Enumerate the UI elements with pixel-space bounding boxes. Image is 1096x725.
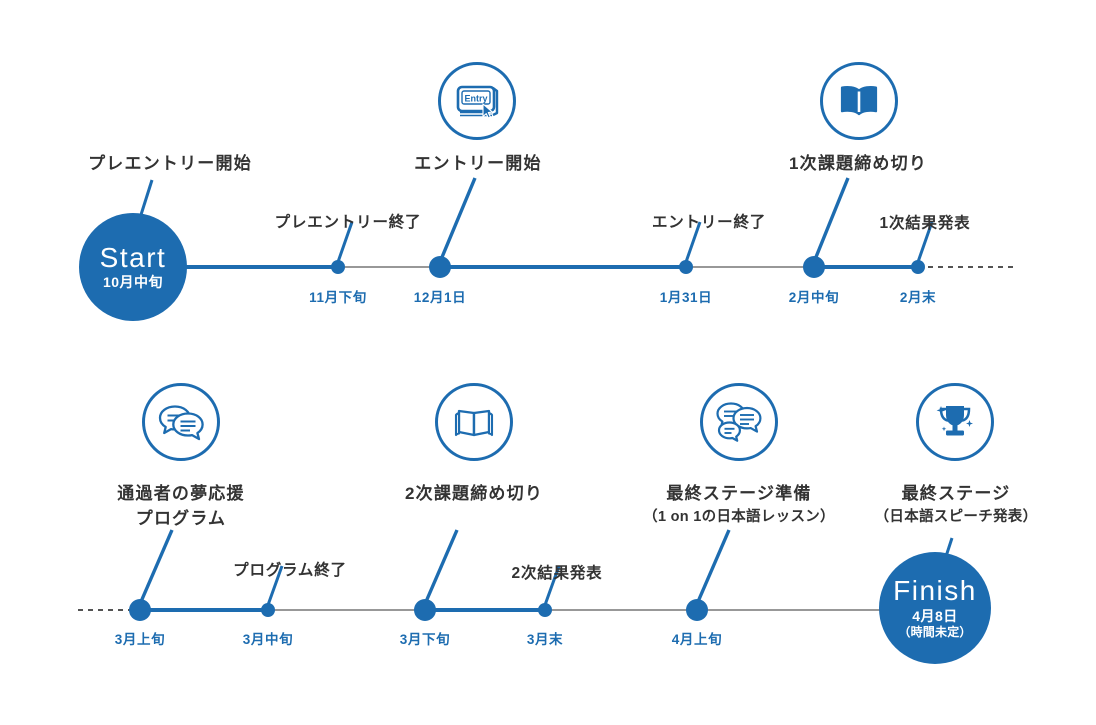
trophy-icon	[916, 383, 994, 461]
tick-label-2gatsu-chujun: 2月中旬	[788, 290, 840, 305]
leader-line-first-result	[916, 221, 934, 263]
label-entry-start: エントリー開始	[414, 154, 542, 173]
label-entry-end: エントリー終了	[651, 214, 767, 231]
marker-dot-small-3gatsu-chujun[interactable]	[261, 603, 275, 617]
open-book-icon	[820, 62, 898, 140]
tick-label-11gatsu-gejun: 11月下旬	[309, 290, 367, 305]
marker-dot-small-1gatsu-31nichi[interactable]	[679, 260, 693, 274]
entry-card-icon: Entry	[438, 62, 516, 140]
label-second-result: 2次結果発表	[511, 565, 603, 582]
label-final-stage-line2: （日本語スピーチ発表）	[874, 508, 1038, 525]
marker-dot-small-11gatsu-gejun[interactable]	[331, 260, 345, 274]
label-final-stage-prep-line1: 最終ステージ準備	[666, 484, 812, 503]
label-pre-entry-start: プレエントリー開始	[88, 154, 252, 173]
label-final-stage-line1: 最終ステージ	[901, 484, 1011, 503]
marker-dot-large-12gatsu-1nichi[interactable]	[429, 256, 451, 278]
leader-line-second-task-deadline	[423, 529, 459, 605]
entry-icon-label: Entry	[464, 94, 487, 104]
tick-label-1gatsu-31nichi: 1月31日	[659, 290, 713, 305]
three-speech-bubbles-icon	[700, 383, 778, 461]
finish-title: Finish	[893, 575, 977, 607]
leader-line-final-stage-prep	[695, 529, 731, 605]
marker-dot-small-3gatsu-matsu[interactable]	[538, 603, 552, 617]
open-book-icon	[435, 383, 513, 461]
tick-label-3gatsu-gejun: 3月下旬	[399, 632, 451, 647]
label-final-stage-prep-line2: （1 on 1の日本語レッスン）	[643, 508, 835, 525]
tick-label-12gatsu-1nichi: 12月1日	[413, 290, 467, 305]
label-dream-program-line1: 通過者の夢応援	[117, 484, 245, 503]
marker-dot-large-2gatsu-chujun[interactable]	[803, 256, 825, 278]
finish-note: （時間未定）	[898, 625, 972, 640]
tick-label-4gatsu-jojun: 4月上旬	[671, 632, 723, 647]
leader-line-second-result	[543, 565, 561, 606]
label-final-stage: 最終ステージ （日本語スピーチ発表）	[875, 482, 1038, 528]
marker-dot-large-3gatsu-gejun[interactable]	[414, 599, 436, 621]
label-program-end: プログラム終了	[233, 562, 347, 579]
label-first-result: 1次結果発表	[879, 215, 971, 232]
label-dream-program-line2: プログラム	[135, 508, 227, 528]
start-title: Start	[99, 241, 167, 273]
leader-line-program-end	[266, 565, 284, 606]
marker-dot-small-2gatsu-matsu[interactable]	[911, 260, 925, 274]
label-dream-program: 通過者の夢応援 プログラム	[117, 482, 244, 531]
leader-line-first-task-deadline	[812, 177, 850, 263]
label-final-stage-prep: 最終ステージ準備 （1 on 1の日本語レッスン）	[643, 482, 835, 528]
label-pre-entry-end: プレエントリー終了	[274, 214, 422, 231]
start-date: 10月中旬	[102, 273, 164, 290]
leader-line-entry-start	[438, 177, 477, 263]
tick-label-2gatsu-matsu: 2月末	[899, 290, 937, 305]
leader-line-pre-entry-end	[336, 221, 354, 263]
marker-dot-large-4gatsu-jojun[interactable]	[686, 599, 708, 621]
marker-dot-large-3gatsu-jojun[interactable]	[129, 599, 151, 621]
tick-label-3gatsu-chujun: 3月中旬	[242, 632, 294, 647]
leader-line-entry-end	[684, 221, 702, 263]
two-speech-bubbles-icon	[142, 383, 220, 461]
finish-date: 4月8日	[912, 607, 958, 624]
leader-line-dream-program	[138, 529, 174, 605]
tick-label-3gatsu-jojun: 3月上旬	[114, 632, 166, 647]
tick-label-3gatsu-matsu: 3月末	[526, 632, 564, 647]
start-endpoint[interactable]: Start 10月中旬	[79, 213, 187, 321]
finish-endpoint[interactable]: Finish 4月8日 （時間未定）	[879, 552, 991, 664]
label-second-task-deadline: 2次課題締め切り	[404, 484, 544, 503]
label-first-task-deadline: 1次課題締め切り	[788, 154, 928, 173]
